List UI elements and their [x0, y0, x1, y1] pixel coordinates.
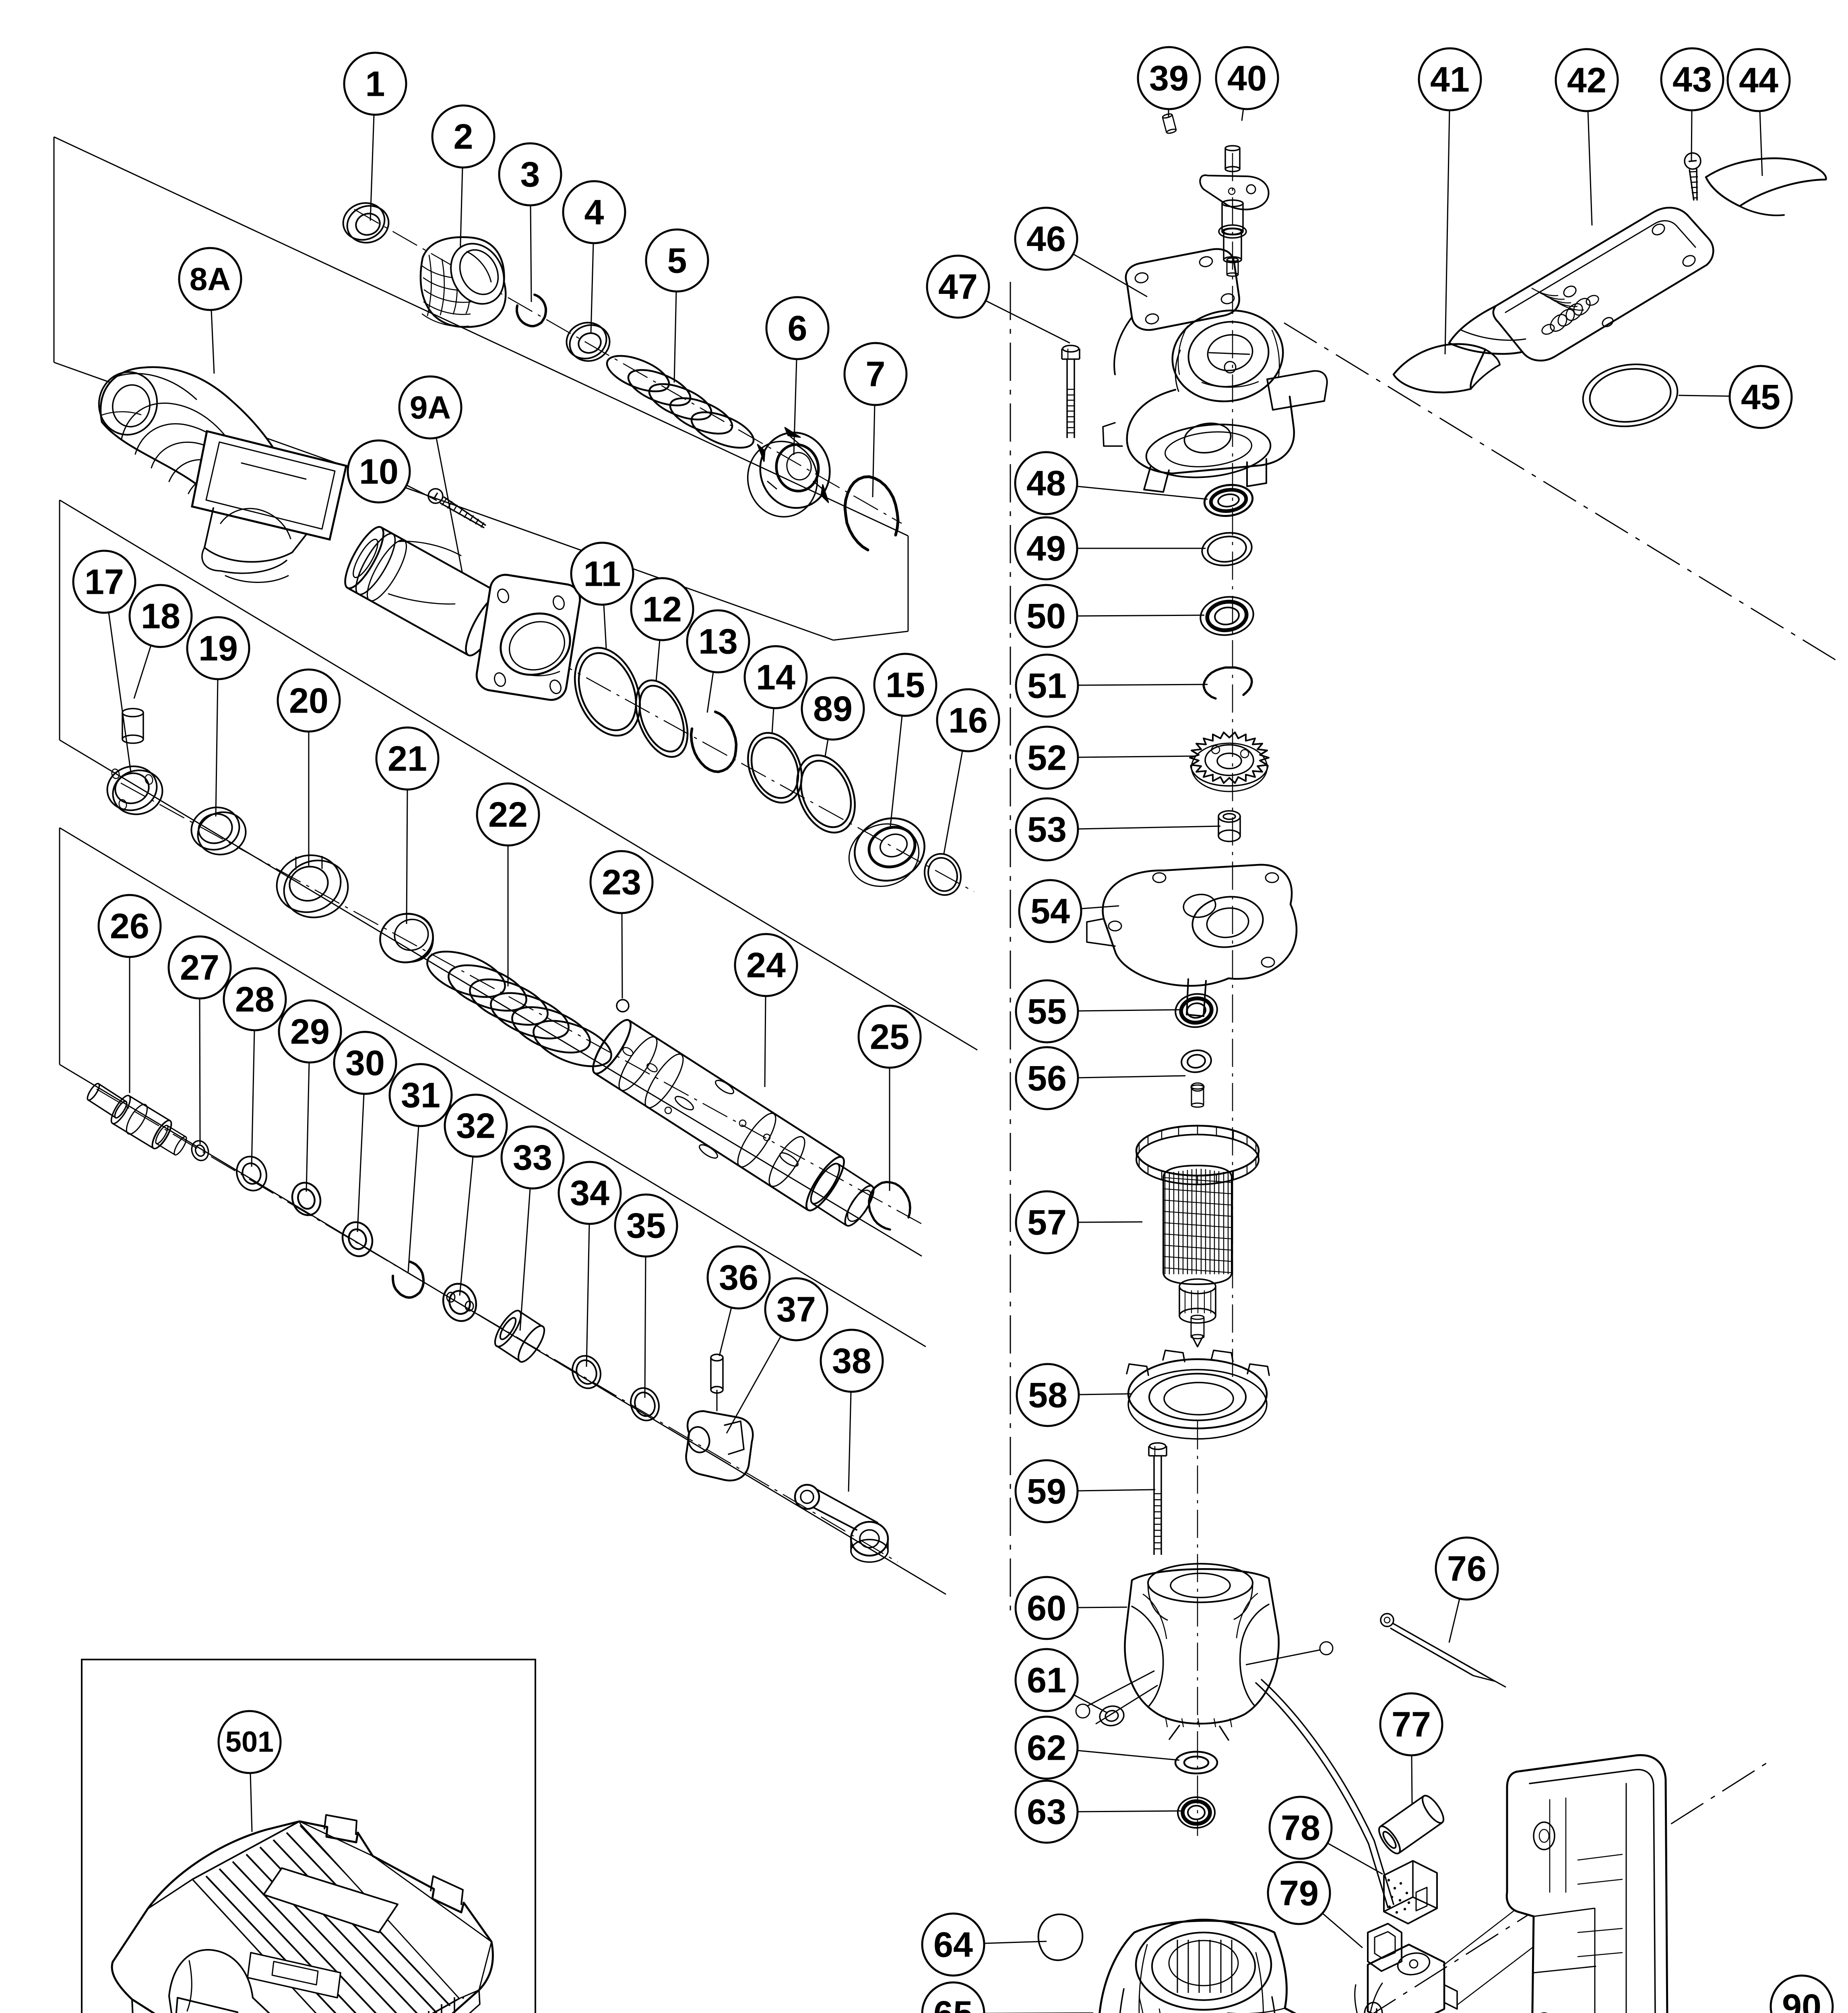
svg-text:49: 49 [1026, 529, 1066, 568]
svg-text:6: 6 [788, 308, 807, 348]
svg-text:15: 15 [886, 665, 925, 705]
svg-text:11: 11 [583, 554, 621, 594]
svg-text:52: 52 [1027, 738, 1067, 778]
svg-text:19: 19 [198, 628, 238, 668]
svg-text:23: 23 [602, 862, 641, 902]
svg-text:13: 13 [698, 622, 738, 661]
svg-text:14: 14 [756, 657, 795, 697]
svg-text:56: 56 [1027, 1058, 1067, 1098]
svg-text:43: 43 [1672, 60, 1712, 99]
svg-text:10: 10 [359, 452, 399, 492]
svg-text:3: 3 [520, 155, 540, 194]
svg-text:61: 61 [1027, 1660, 1066, 1700]
svg-text:58: 58 [1028, 1375, 1068, 1415]
svg-text:34: 34 [570, 1173, 609, 1213]
svg-text:54: 54 [1030, 891, 1070, 931]
svg-text:22: 22 [488, 795, 528, 835]
svg-text:21: 21 [388, 739, 427, 779]
svg-text:12: 12 [642, 589, 682, 629]
svg-text:30: 30 [345, 1043, 385, 1083]
svg-text:41: 41 [1430, 60, 1470, 99]
svg-text:44: 44 [1739, 60, 1778, 100]
svg-text:64: 64 [933, 1925, 973, 1965]
svg-text:27: 27 [180, 948, 219, 988]
svg-text:32: 32 [456, 1106, 496, 1146]
svg-text:46: 46 [1026, 219, 1066, 259]
svg-text:16: 16 [948, 701, 988, 740]
svg-text:2: 2 [454, 117, 473, 157]
svg-text:29: 29 [290, 1012, 330, 1052]
svg-text:9A: 9A [410, 390, 451, 426]
svg-text:39: 39 [1149, 58, 1189, 98]
svg-text:8A: 8A [190, 261, 231, 297]
svg-text:78: 78 [1281, 1808, 1320, 1848]
svg-text:31: 31 [401, 1075, 440, 1115]
svg-text:28: 28 [235, 980, 275, 1019]
svg-text:45: 45 [1741, 377, 1780, 417]
svg-text:57: 57 [1027, 1203, 1067, 1242]
svg-text:25: 25 [870, 1017, 909, 1057]
svg-text:65: 65 [933, 1994, 973, 2013]
svg-text:77: 77 [1392, 1705, 1431, 1744]
svg-text:4: 4 [584, 192, 604, 232]
svg-text:55: 55 [1027, 992, 1067, 1031]
svg-text:1: 1 [365, 64, 385, 104]
svg-text:47: 47 [938, 267, 978, 307]
svg-text:42: 42 [1567, 60, 1606, 100]
svg-text:18: 18 [141, 596, 180, 636]
svg-text:62: 62 [1027, 1728, 1066, 1768]
svg-text:40: 40 [1227, 58, 1267, 98]
svg-text:59: 59 [1027, 1472, 1066, 1511]
svg-text:60: 60 [1027, 1588, 1066, 1628]
svg-text:51: 51 [1027, 666, 1067, 706]
svg-text:20: 20 [289, 681, 328, 721]
svg-text:38: 38 [832, 1341, 871, 1381]
svg-text:26: 26 [110, 906, 149, 946]
svg-text:90: 90 [1782, 1987, 1821, 2013]
svg-text:35: 35 [626, 1206, 666, 1246]
svg-text:7: 7 [866, 354, 886, 394]
svg-text:17: 17 [85, 562, 124, 602]
svg-text:50: 50 [1026, 596, 1066, 636]
svg-text:24: 24 [746, 945, 786, 985]
svg-text:79: 79 [1279, 1873, 1319, 1913]
svg-text:37: 37 [776, 1290, 816, 1329]
svg-text:53: 53 [1027, 810, 1067, 849]
svg-text:36: 36 [719, 1258, 758, 1298]
svg-text:76: 76 [1447, 1549, 1487, 1589]
svg-text:5: 5 [667, 241, 687, 281]
svg-text:33: 33 [513, 1138, 552, 1178]
svg-text:501: 501 [225, 1726, 274, 1758]
svg-text:63: 63 [1027, 1792, 1066, 1832]
svg-text:48: 48 [1026, 463, 1066, 503]
svg-text:89: 89 [813, 689, 853, 729]
